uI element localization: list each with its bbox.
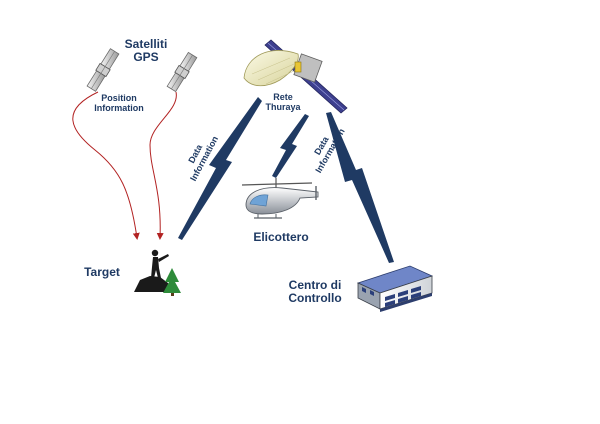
gps-satellite-right-icon: [166, 51, 198, 93]
label-centro-di-controllo: Centro di Controllo: [288, 278, 342, 306]
lightning-thuraya-control: [326, 112, 394, 263]
label-target: Target: [84, 265, 120, 279]
label-position-information: Position Information: [94, 93, 144, 113]
label-elicottero: Elicottero: [253, 230, 309, 244]
lightning-thuraya-helicopter: [272, 114, 309, 178]
gps-arrow-right: [149, 91, 177, 240]
thuraya-satellite-icon: [243, 39, 348, 114]
lightning-thuraya-target: [178, 97, 262, 240]
control-center-building-icon: [356, 265, 434, 312]
target-icon: [134, 249, 181, 296]
label-satelliti-gps: Satelliti GPS: [124, 37, 168, 65]
helicopter-icon: [241, 178, 319, 219]
label-rete-thuraya: Rete Thuraya: [265, 92, 301, 112]
gps-arrow-left: [72, 91, 140, 240]
gps-satellite-left-icon: [86, 48, 120, 92]
